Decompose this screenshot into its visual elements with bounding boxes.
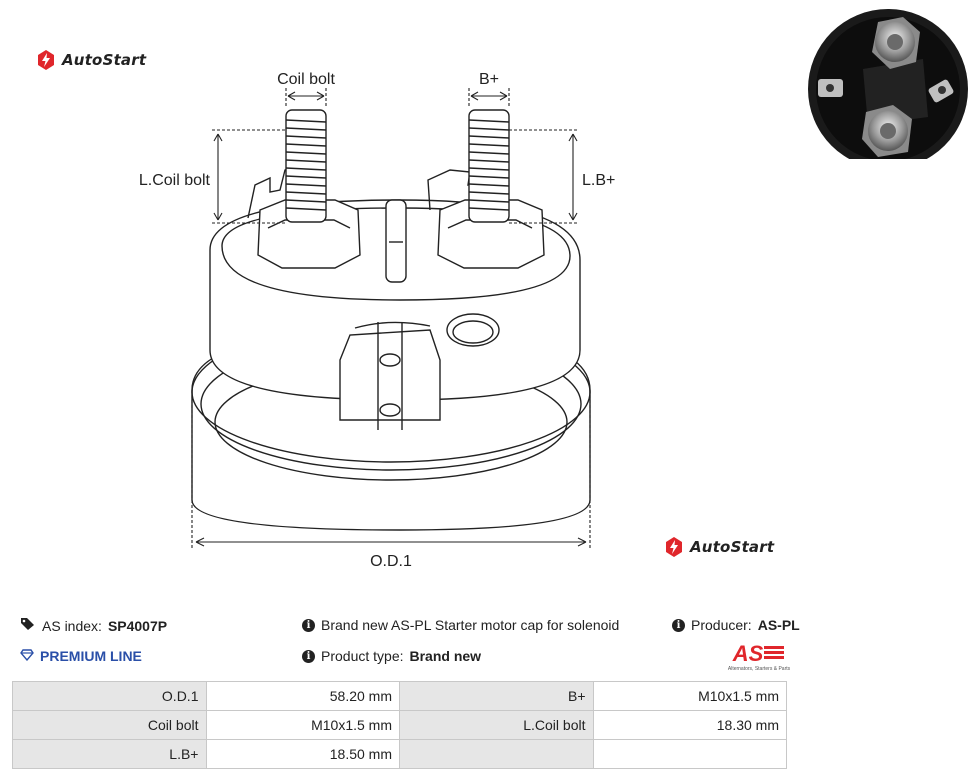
autostart-logo-top: AutoStart bbox=[36, 50, 146, 70]
autostart-logo-icon bbox=[38, 50, 54, 70]
solenoid-cap-drawing: Coil bolt B+ L.Coil bolt L.B+ O.D.1 bbox=[139, 71, 616, 570]
product-photo bbox=[808, 9, 968, 159]
spec-value: M10x1.5 mm bbox=[205, 710, 400, 740]
premium-line-badge: PREMIUM LINE bbox=[20, 648, 142, 664]
producer-label: Producer: bbox=[691, 617, 752, 633]
spec-value bbox=[592, 739, 787, 769]
premium-line-label: PREMIUM LINE bbox=[40, 648, 142, 664]
info-icon: i bbox=[302, 618, 315, 632]
diamond-icon bbox=[20, 648, 34, 664]
brand-name: AutoStart bbox=[690, 538, 775, 556]
spec-value: 18.30 mm bbox=[592, 710, 787, 740]
body-hole bbox=[446, 313, 500, 347]
product-type-label: Product type: bbox=[321, 648, 404, 664]
product-type-value: Brand new bbox=[409, 648, 482, 664]
as-index-label: AS index: bbox=[42, 617, 102, 634]
table-row: O.D.1 58.20 mm B+ M10x1.5 mm bbox=[12, 681, 787, 711]
autostart-logo-bottom: AutoStart bbox=[664, 537, 774, 557]
spec-value: 18.50 mm bbox=[205, 739, 400, 769]
b-plus-label: B+ bbox=[479, 71, 499, 88]
table-row: L.B+ 18.50 mm bbox=[12, 739, 787, 769]
spec-value: 58.20 mm bbox=[205, 681, 400, 711]
dimension-lines bbox=[191, 88, 591, 548]
spec-value: M10x1.5 mm bbox=[592, 681, 787, 711]
svg-text:AS: AS bbox=[732, 641, 764, 666]
description-row: i Brand new AS-PL Starter motor cap for … bbox=[302, 617, 619, 633]
autostart-logo-icon bbox=[666, 537, 682, 557]
spec-label bbox=[399, 739, 594, 769]
svg-text:Alternators, Starters & Parts: Alternators, Starters & Parts bbox=[728, 666, 791, 672]
terminal-bracket bbox=[339, 329, 441, 421]
product-type-row: i Product type: Brand new bbox=[302, 648, 481, 664]
b-plus-bolt bbox=[468, 109, 510, 223]
l-b-plus-label: L.B+ bbox=[582, 172, 615, 189]
spec-label: O.D.1 bbox=[12, 681, 207, 711]
producer-value: AS-PL bbox=[757, 617, 800, 633]
producer-row: i Producer: AS-PL bbox=[672, 617, 800, 633]
coil-bolt-label: Coil bolt bbox=[277, 71, 335, 88]
info-icon: i bbox=[672, 618, 685, 632]
brand-name: AutoStart bbox=[62, 51, 147, 69]
spec-label: L.B+ bbox=[12, 739, 207, 769]
spec-label: L.Coil bolt bbox=[399, 710, 594, 740]
info-icon: i bbox=[302, 649, 315, 663]
spec-table: O.D.1 58.20 mm B+ M10x1.5 mm Coil bolt M… bbox=[12, 681, 787, 769]
as-pl-logo: AS Alternators, Starters & Parts bbox=[728, 641, 791, 672]
tags-icon bbox=[20, 617, 36, 634]
od1-label: O.D.1 bbox=[370, 553, 412, 570]
l-coil-bolt-label: L.Coil bolt bbox=[139, 172, 211, 189]
as-index-value: SP4007P bbox=[107, 617, 168, 634]
spec-label: B+ bbox=[399, 681, 594, 711]
center-tab bbox=[385, 199, 407, 283]
as-index: AS index: SP4007P bbox=[20, 617, 167, 634]
spec-label: Coil bolt bbox=[12, 710, 207, 740]
coil-bolt bbox=[285, 109, 327, 223]
description-text: Brand new AS-PL Starter motor cap for so… bbox=[321, 617, 620, 633]
table-row: Coil bolt M10x1.5 mm L.Coil bolt 18.30 m… bbox=[12, 710, 787, 740]
